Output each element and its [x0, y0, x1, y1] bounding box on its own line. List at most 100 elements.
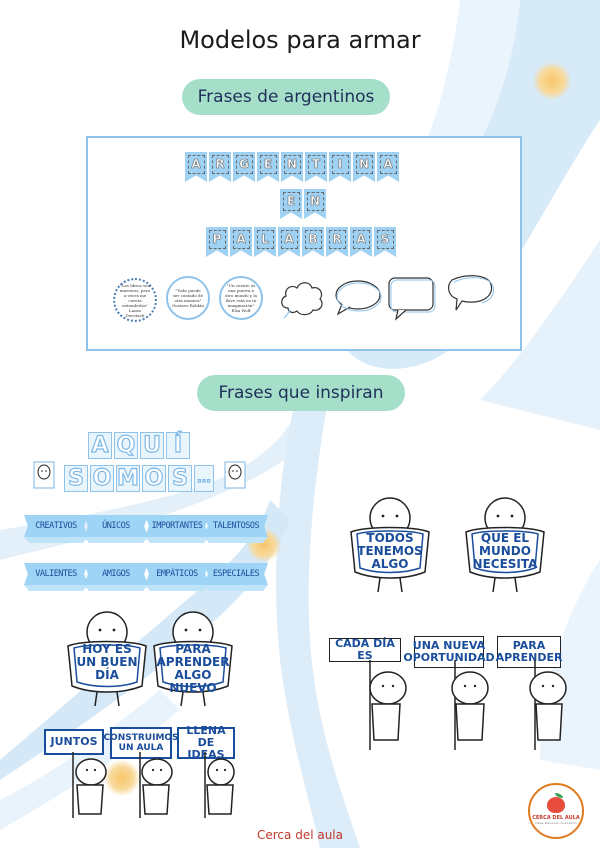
picket-figures-left	[72, 752, 235, 818]
heading-letter: U	[140, 432, 164, 459]
bunting-flag: L	[254, 227, 276, 257]
bunting-flag: N	[304, 189, 326, 219]
picket-sign: PARA APRENDER	[496, 636, 562, 668]
bunting-flag: B	[302, 227, 324, 257]
bunting-letter: A	[280, 230, 298, 249]
bunting-flag: N	[353, 152, 375, 182]
page-title: Modelos para armar	[179, 26, 421, 54]
small-figure-left	[33, 461, 55, 489]
bunting-letter: R	[211, 155, 229, 174]
bunting-flag: R	[209, 152, 231, 182]
apple-icon	[547, 793, 565, 813]
ribbon-label: EMPÁTICOS	[145, 563, 209, 585]
picket-sign: LLENA DE IDEAS	[177, 725, 235, 761]
bunting-flag: A	[185, 152, 207, 182]
ribbon-label: ESPECIALES	[204, 563, 268, 585]
bunting-letter: E	[282, 192, 300, 211]
ribbon-tail	[204, 537, 268, 543]
round-speech-bubble	[447, 275, 495, 311]
bunting-letter: B	[304, 230, 322, 249]
oval-speech-bubble	[335, 280, 382, 316]
ribbon-label: TALENTOSOS	[204, 515, 268, 537]
bunting-letter: L	[256, 230, 274, 249]
ribbon-label: CREATIVOS	[24, 515, 88, 537]
bunting-flag: I	[329, 152, 351, 182]
ribbon-tail	[145, 537, 209, 543]
ribbon-tail	[84, 585, 148, 591]
bunting-flag: S	[374, 227, 396, 257]
cerca-del-aula-logo: CERCA DEL AULA Ideas, Recursos, Inspirac…	[528, 783, 584, 839]
logo-tagline: Ideas, Recursos, Inspiración	[535, 821, 577, 825]
picket-sign: UNA NUEVA OPORTUNIDAD	[403, 636, 495, 668]
picket-sign: CONSTRUIMOS UN AULA	[103, 727, 179, 759]
bunting-letter: E	[259, 155, 277, 174]
bunting-letter: T	[307, 155, 325, 174]
quote-circle: "Un cuento es una puerta a otro mundo y …	[219, 276, 263, 320]
figure-holding-sign	[465, 497, 545, 593]
section-label-argentinos: Frases de argentinos	[182, 79, 390, 115]
quote-circle: "Los libros son maestros, pero a veces m…	[113, 278, 157, 322]
bunting-letter: N	[355, 155, 373, 174]
rectangle-speech-bubble	[388, 277, 436, 321]
heading-letter: O	[142, 465, 166, 492]
heading-letter: Q	[114, 432, 138, 459]
bunting-flag: A	[278, 227, 300, 257]
ribbon-label: ÚNICOS	[84, 515, 148, 537]
bunting-letter: N	[283, 155, 301, 174]
ribbon-tail	[84, 537, 148, 543]
cloud-speech-bubble	[281, 282, 323, 319]
bunting-flag: A	[230, 227, 252, 257]
heading-letter: M	[116, 465, 140, 492]
ribbon-label: AMIGOS	[84, 563, 148, 585]
ribbon-tail	[24, 585, 88, 591]
ribbon-tail	[145, 585, 209, 591]
bunting-letter: N	[306, 192, 324, 211]
quote-circle: "Todo puede ser contado de otra manera" …	[166, 276, 210, 320]
section-label-inspiran: Frases que inspiran	[197, 375, 405, 411]
bunting-letter: A	[232, 230, 250, 249]
sun-decoration	[533, 62, 571, 100]
sign-text: HOY ES UN BUEN DÍA	[76, 642, 138, 682]
sun-decoration	[104, 760, 140, 796]
bunting-flag: N	[281, 152, 303, 182]
ribbon-label: IMPORTANTES	[145, 515, 209, 537]
small-figure-right	[224, 461, 246, 489]
bunting-flag: T	[305, 152, 327, 182]
ribbon-tail	[24, 537, 88, 543]
bunting-letter: S	[376, 230, 394, 249]
bunting-letter: A	[187, 155, 205, 174]
footer-brand: Cerca del aula	[257, 828, 343, 842]
picket-figures-right	[369, 660, 567, 750]
sign-text: PARA APRENDER ALGO NUEVO	[156, 642, 230, 695]
bunting-flag: R	[326, 227, 348, 257]
heading-letter: Í	[166, 432, 190, 459]
ribbon-tail	[204, 585, 268, 591]
heading-letter: S	[64, 465, 88, 492]
picket-sign: CADA DÍA ES	[329, 638, 401, 662]
sign-text: QUE EL MUNDO NECESITA	[472, 531, 538, 571]
bunting-flag: A	[350, 227, 372, 257]
logo-name: CERCA DEL AULA	[532, 815, 580, 821]
bunting-letter: A	[352, 230, 370, 249]
bunting-flag: E	[257, 152, 279, 182]
bunting-flag: P	[206, 227, 228, 257]
bunting-letter: A	[379, 155, 397, 174]
figure-holding-sign	[350, 497, 430, 593]
heading-letter: O	[90, 465, 114, 492]
heading-letter: ...	[194, 465, 214, 492]
bunting-letter: R	[328, 230, 346, 249]
bunting-flag: G	[233, 152, 255, 182]
bunting-letter: P	[208, 230, 226, 249]
figure-holding-sign	[67, 611, 147, 707]
ribbon-label: VALIENTES	[24, 563, 88, 585]
figure-holding-sign	[153, 611, 233, 707]
bunting-flag: E	[280, 189, 302, 219]
heading-letter: A	[88, 432, 112, 459]
heading-letter: S	[168, 465, 192, 492]
